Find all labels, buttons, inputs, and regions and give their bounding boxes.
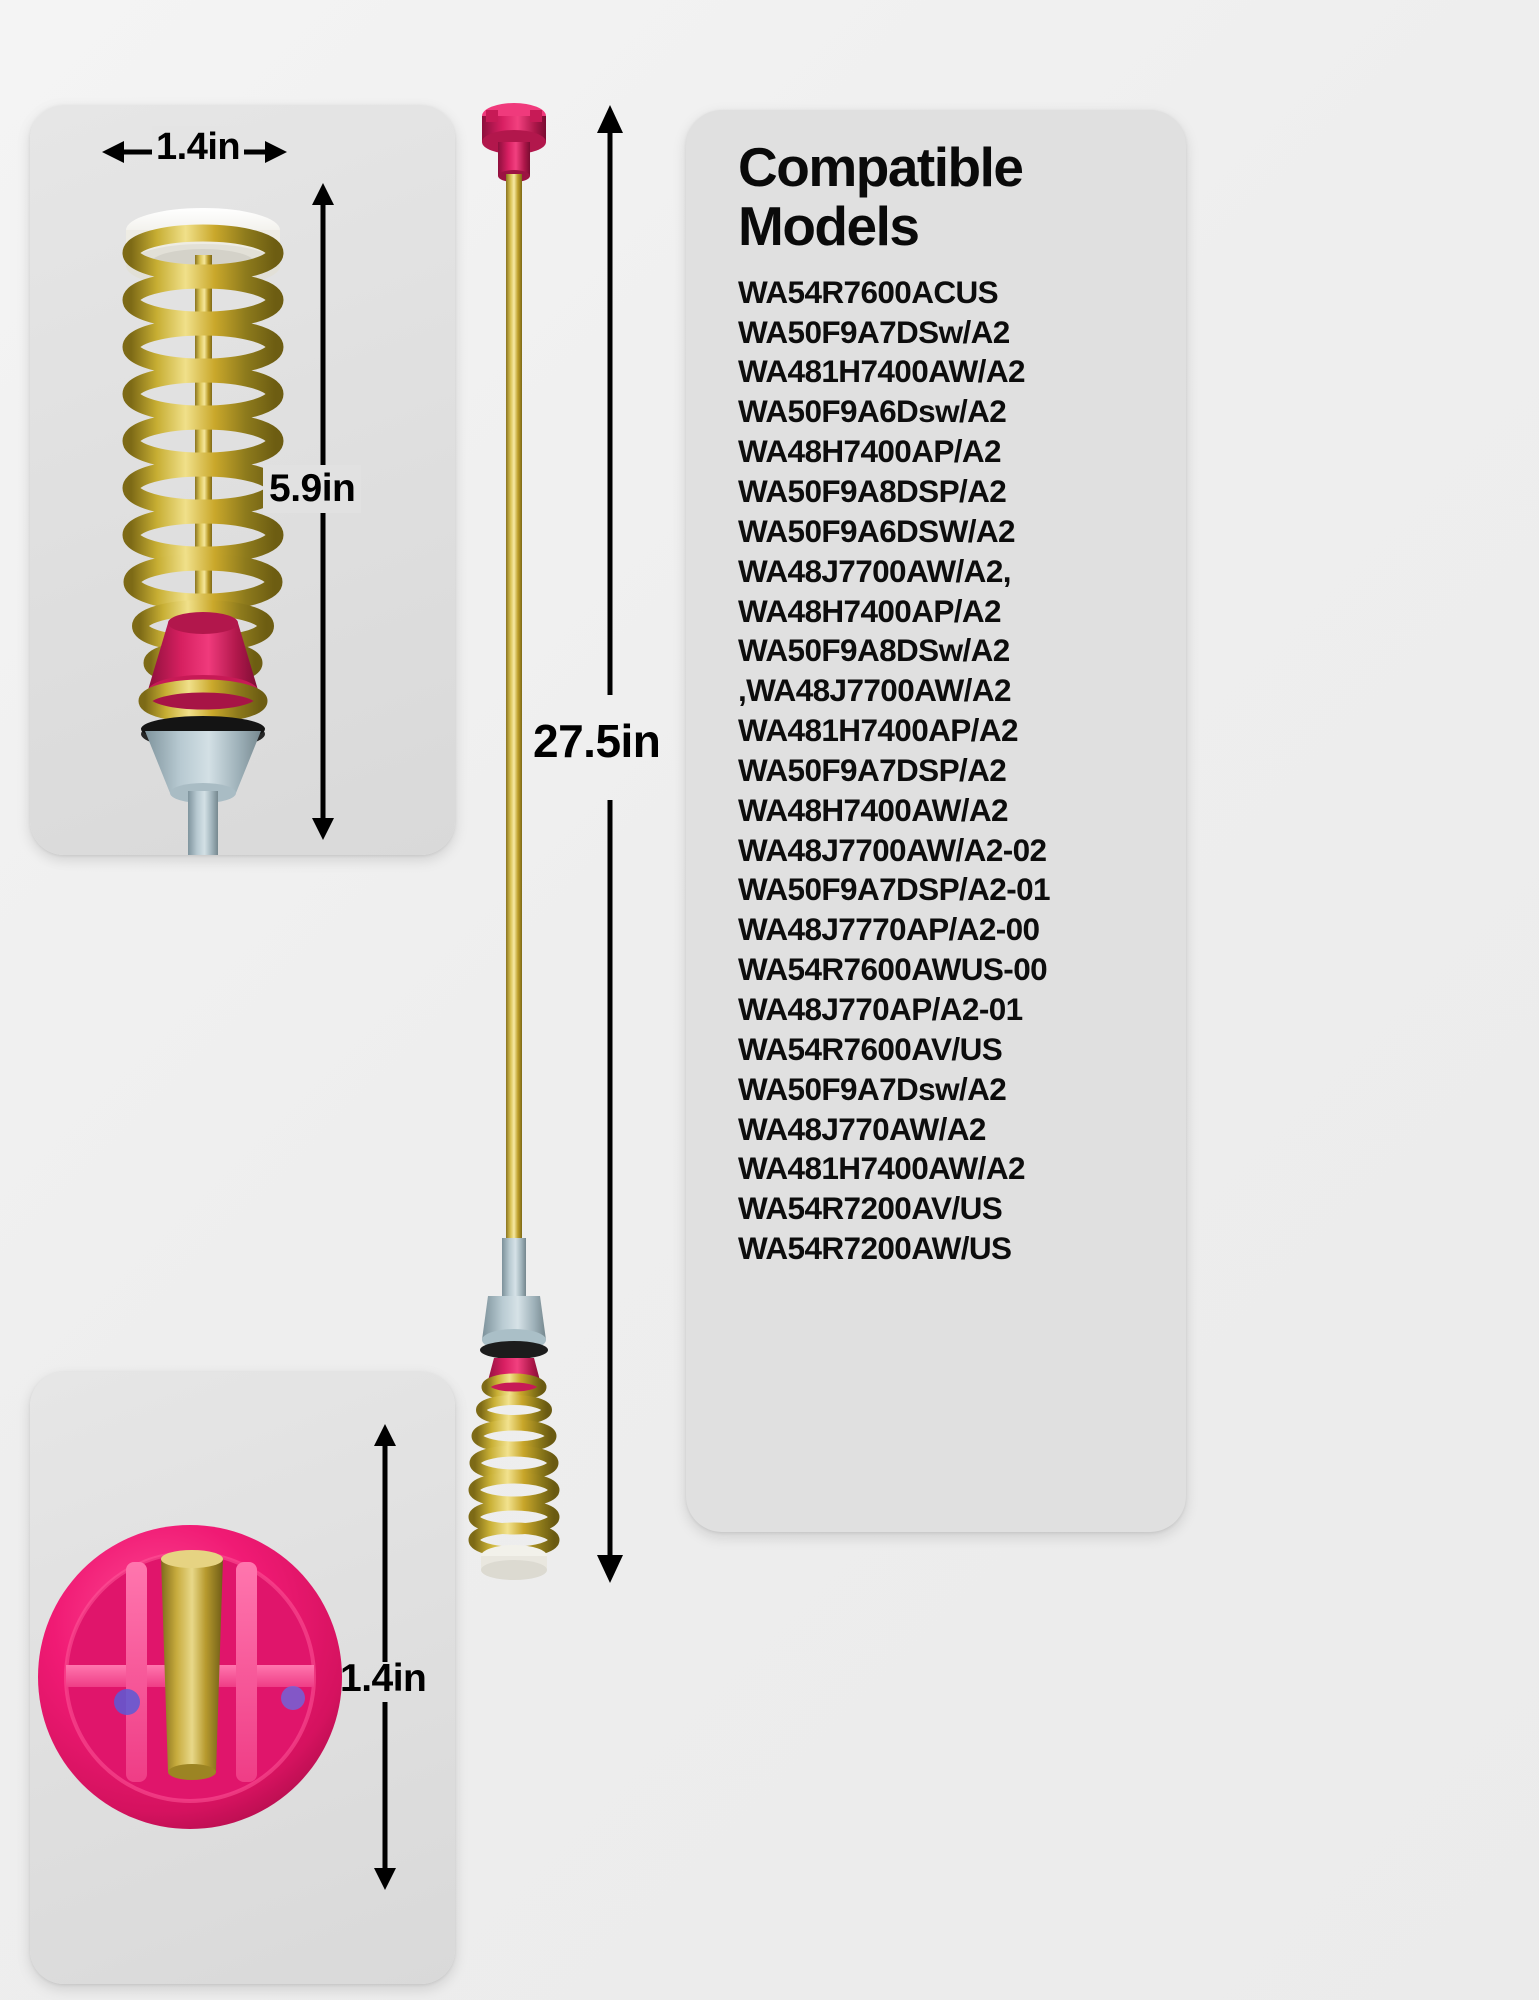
model-number-item: WA50F9A7Dsw/A2 [738, 1070, 1007, 1107]
model-number-item: WA48J7700AW/A2-02 [738, 831, 1047, 868]
lower-coil-spring [468, 1373, 560, 1558]
spring-assembly-illustration [102, 141, 334, 855]
model-number-item: WA54R7200AW/US [738, 1230, 1012, 1267]
model-number-item: WA481H7400AW/A2 [738, 353, 1025, 390]
model-number-item: WA48J770AW/A2 [738, 1110, 986, 1147]
rib-right [236, 1562, 257, 1782]
models-heading-line2: Models [738, 195, 920, 258]
model-number-item: WA50F9A6Dsw/A2 [738, 393, 1007, 430]
o-ring-lower [480, 1341, 548, 1359]
gray-damper-body [145, 731, 261, 855]
top-width-label: 1.4in [152, 126, 245, 169]
top-height-label: 5.9in [263, 465, 362, 513]
gray-damper-collar [482, 1238, 546, 1351]
panel-full-damper [462, 88, 622, 1588]
model-number-item: WA481H7400AP/A2 [738, 712, 1019, 749]
pink-cap-illustration [38, 1424, 396, 1890]
overall-length-label: 27.5in [533, 715, 661, 767]
model-number-item: WA48H7400AP/A2 [738, 592, 1002, 629]
magenta-top-cap [482, 103, 546, 182]
white-bottom-disc [481, 1545, 547, 1580]
speckle-right [281, 1686, 305, 1710]
model-number-item: WA481H7400AW/A2 [738, 1150, 1025, 1187]
full-damper-illustration [468, 103, 560, 1580]
model-number-item: WA50F9A8DSw/A2 [738, 632, 1010, 669]
model-number-item: WA54R7600AV/US [738, 1030, 1003, 1067]
model-number-item: WA50F9A8DSP/A2 [738, 473, 1007, 509]
models-heading-line1: Compatible [738, 136, 1024, 198]
model-number-item: WA50F9A6DSW/A2 [738, 512, 1016, 549]
rib-left [126, 1562, 147, 1782]
panel-cap-top-view: 1.4in [30, 1372, 455, 1984]
bottom-diameter-label: 1.4in [340, 1657, 427, 1700]
model-number-item: WA50F9A7DSw/A2 [738, 313, 1010, 350]
model-number-item: ,WA48J7700AW/A2 [738, 672, 1011, 709]
model-number-item: WA48J770AP/A2-01 [738, 990, 1023, 1027]
overall-length-dimension-arrow [597, 105, 623, 1583]
model-number-item: WA50F9A7DSP/A2 [738, 751, 1007, 788]
model-number-item: WA48H7400AP/A2 [738, 433, 1002, 470]
model-number-item: WA48H7400AW/A2 [738, 791, 1009, 828]
center-brass-shaft [161, 1558, 223, 1772]
models-heading: Compatible Models [738, 136, 1160, 258]
model-number-item: WA54R7200AV/US [738, 1190, 1003, 1227]
model-number-item: WA54R7600AWUS-00 [738, 951, 1048, 988]
model-number-item: WA48J7770AP/A2-00 [738, 911, 1040, 948]
long-brass-rod [506, 174, 522, 1279]
diameter-dimension-arrow [374, 1424, 396, 1890]
model-number-item: WA54R7600ACUS [738, 273, 999, 310]
speckle-left [114, 1689, 140, 1715]
magenta-cone-seat [146, 612, 260, 721]
model-number-item: WA48J7700AW/A2, [738, 552, 1011, 589]
model-number-item: WA50F9A7DSP/A2-01 [738, 871, 1051, 908]
panel-spring-side-view: 1.4in 5.9in [30, 105, 455, 855]
